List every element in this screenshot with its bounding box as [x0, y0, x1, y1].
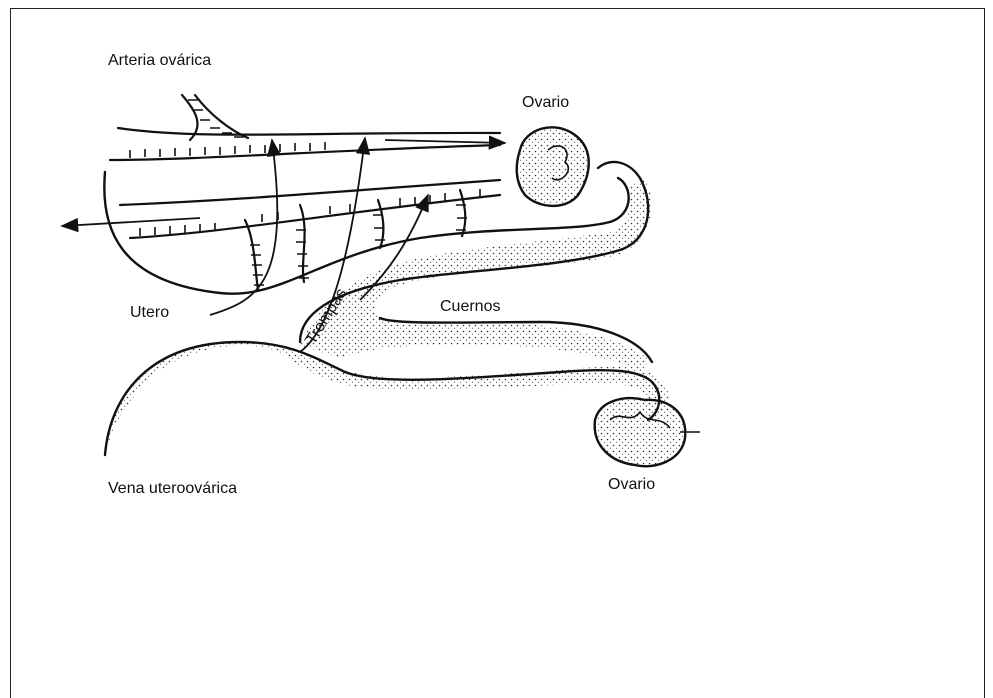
- uterus-outline: [104, 162, 659, 455]
- ovary-bottom: [595, 398, 700, 466]
- horn-upper-stipple: [300, 180, 652, 372]
- ovary-top: [517, 127, 589, 206]
- label-arteria-ovarica: Arteria ovárica: [108, 52, 211, 70]
- label-cuernos: Cuernos: [440, 298, 500, 316]
- label-vena-uteroovarica: Vena uteroovárica: [108, 480, 237, 498]
- label-ovario-bottom: Ovario: [608, 476, 655, 494]
- label-ovario-top: Ovario: [522, 94, 569, 112]
- flow-arrows: [62, 138, 505, 352]
- label-utero: Utero: [130, 304, 169, 322]
